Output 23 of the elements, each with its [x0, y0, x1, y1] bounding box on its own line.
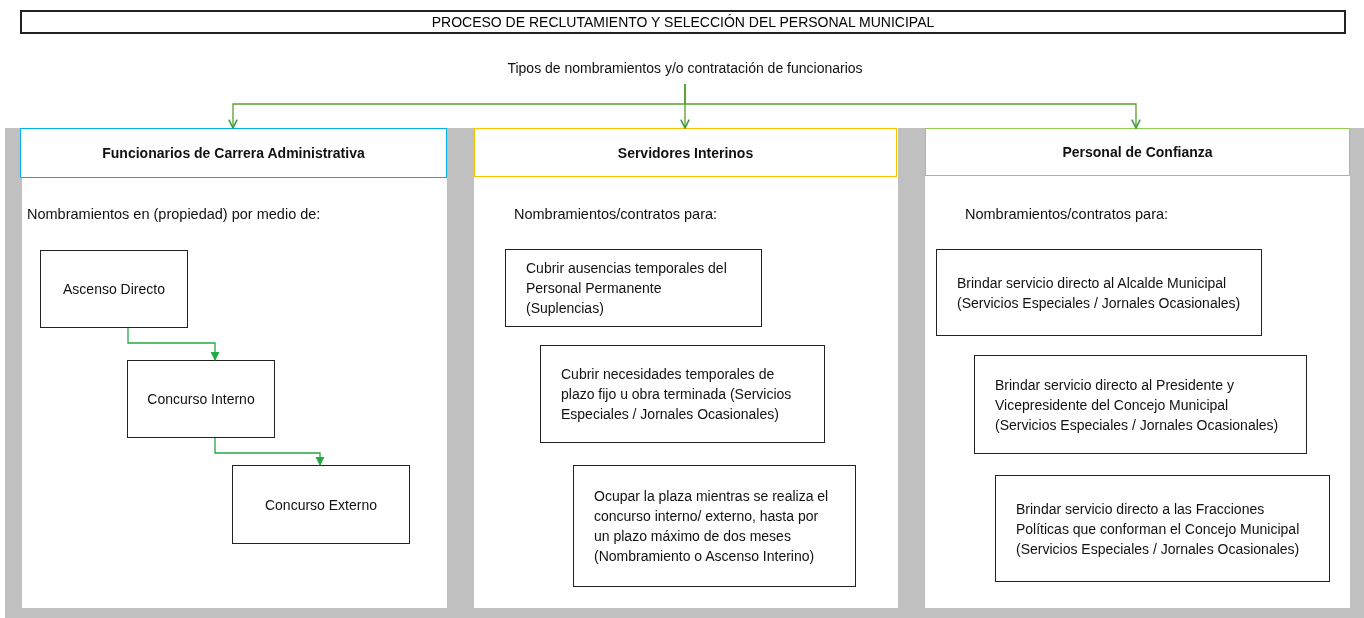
column-header-box: Servidores Interinos: [474, 128, 897, 177]
column-panel: [22, 128, 447, 608]
text-box: Brindar servicio directo al Alcalde Municipal (Servicios Especiales / Jornales Ocasionales): [936, 249, 1262, 336]
column-panel: [474, 128, 898, 608]
text-box: Brindar servicio directo al Presidente y Vicepresidente del Concejo Municipal (Servicios Especiales / Jornales Ocasionales): [974, 355, 1307, 454]
column-panel: [925, 128, 1350, 608]
column-header-box: Funcionarios de Carrera Administrativa: [20, 128, 447, 178]
heading-text: Tipos de nombramientos y/o contratación de funcionarios: [460, 60, 910, 84]
process-box: Ascenso Directo: [40, 250, 188, 328]
panel-subheading: Nombramientos en (propiedad) por medio de:: [27, 206, 321, 222]
process-box: Concurso Interno: [127, 360, 275, 438]
column-header-box: Personal de Confianza: [925, 128, 1350, 176]
text-box: Brindar servicio directo a las Fracciones Políticas que conforman el Concejo Municipal (Servicios Especiales / Jornales Ocasionales): [995, 475, 1330, 582]
diagram-title: PROCESO DE RECLUTAMIENTO Y SELECCIÓN DEL PERSONAL MUNICIPAL: [20, 10, 1346, 34]
arrow: [214, 437, 325, 466]
panel-subheading: Nombramientos/contratos para:: [965, 206, 1169, 222]
text-box: Cubrir ausencias temporales del Personal Permanente (Suplencias): [505, 249, 762, 327]
process-box: Concurso Externo: [232, 465, 410, 544]
arrow: [127, 327, 220, 361]
text-box: Cubrir necesidades temporales de plazo fijo u obra terminada (Servicios Especiales / Jornales Ocasionales): [540, 345, 825, 443]
text-box: Ocupar la plaza mientras se realiza el concurso interno/ externo, hasta por un plazo máximo de dos meses (Nombramiento o Ascenso Interino): [573, 465, 856, 587]
panel-subheading: Nombramientos/contratos para:: [514, 206, 718, 222]
arrow: [684, 83, 1141, 129]
